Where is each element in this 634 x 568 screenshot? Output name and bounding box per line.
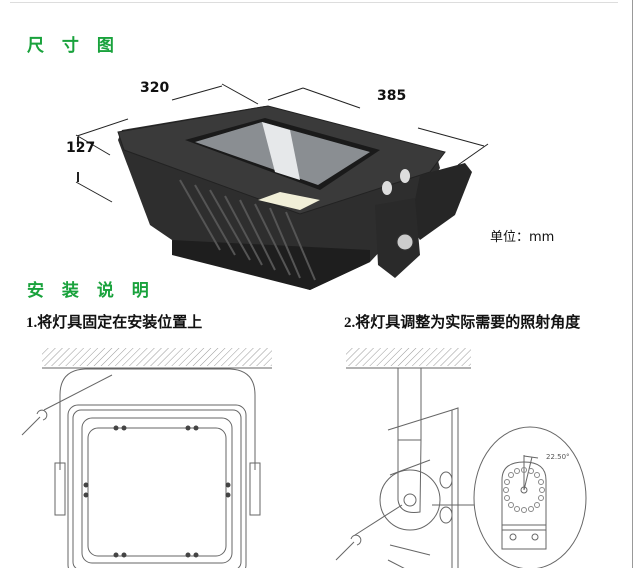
lamp-product-image [75, 83, 489, 290]
front-view-drawing [21, 348, 272, 568]
top-divider [10, 2, 618, 3]
dimensions-heading: 尺 寸 图 [27, 36, 120, 56]
side-view-drawing [335, 348, 587, 568]
wrench-icon [335, 534, 362, 561]
dimension-lines [75, 83, 489, 203]
wrench-icon [21, 409, 48, 436]
install-step-1: 1.将灯具固定在安装位置上 [26, 315, 203, 331]
install-heading: 安 装 说 明 [27, 281, 155, 301]
detail-circle [473, 426, 587, 568]
right-border [632, 0, 633, 568]
unit-label: 单位：mm [490, 230, 555, 245]
angle-label: 22.50° [546, 453, 570, 461]
height-dimension: 127 [66, 140, 96, 156]
length-dimension: 385 [377, 88, 407, 104]
lamp-body [117, 105, 472, 290]
ceiling-hatch [346, 348, 471, 366]
width-dimension: 320 [140, 80, 170, 96]
ceiling-hatch [42, 348, 272, 366]
detail-holes [503, 467, 545, 513]
install-step-2: 2.将灯具调整为实际需要的照射角度 [344, 315, 581, 331]
